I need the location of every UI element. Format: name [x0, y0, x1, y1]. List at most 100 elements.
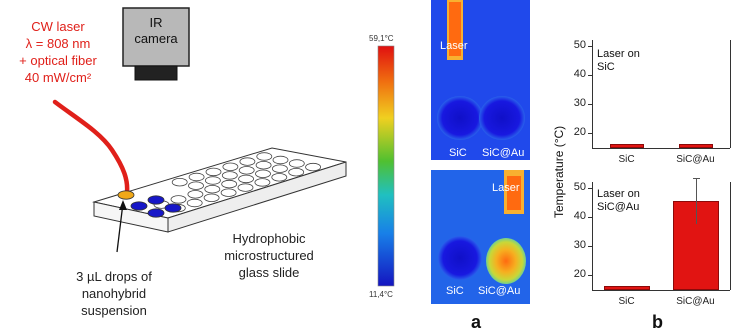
slide-well — [221, 171, 238, 180]
x-category-label: SiC@Au — [676, 154, 715, 165]
slide-well — [220, 188, 237, 197]
x-category-label: SiC — [618, 154, 635, 165]
slide-well — [255, 160, 272, 170]
colorscale-max-label: 59,1°C — [369, 34, 394, 43]
slide-well — [188, 181, 204, 190]
thermal1-left-label: SiC — [449, 147, 467, 159]
plot-frame-right — [730, 40, 731, 148]
panel-label-a: a — [471, 312, 482, 332]
slide-well — [187, 190, 204, 199]
camera-label-line2: camera — [134, 31, 178, 46]
slide-well — [271, 164, 288, 173]
slide-well — [238, 166, 255, 175]
thermal1-laser-label: Laser — [440, 40, 468, 52]
panel-label-b: b — [652, 312, 663, 332]
y-tick-label: 20 — [573, 268, 586, 281]
y-axis — [592, 40, 593, 148]
slide-well — [288, 167, 305, 177]
optical-fiber — [52, 99, 130, 195]
slide-label-line1: Hydrophobic — [232, 231, 306, 246]
chart1-title-line1: Laser on — [597, 48, 640, 60]
drop-blue — [147, 208, 165, 218]
ir-camera-icon — [122, 7, 190, 81]
slide-label-line3: glass slide — [238, 265, 300, 280]
y-tick-label: 40 — [573, 68, 586, 81]
y-tick-mark — [588, 133, 592, 135]
y-tick-mark — [588, 217, 592, 219]
drop-blue — [147, 195, 165, 205]
slide-well — [188, 172, 205, 182]
slide-well — [238, 174, 255, 184]
y-tick-label: 30 — [573, 97, 586, 110]
error-bar — [695, 177, 697, 225]
chart1-title: Laser on SiC — [597, 48, 640, 74]
bar-sic — [603, 285, 650, 290]
y-tick-label: 50 — [573, 180, 586, 193]
slide-well — [186, 198, 203, 208]
bar-sic-au — [678, 143, 713, 148]
y-tick-label: 30 — [573, 239, 586, 252]
chart2-title-line2: SiC@Au — [597, 201, 640, 213]
y-axis — [592, 182, 593, 290]
thermal2-right-label: SiC@Au — [478, 285, 521, 297]
laser-wavelength-label: λ = 808 nm — [25, 36, 91, 51]
slide-well — [288, 159, 305, 168]
error-bar-cap — [692, 177, 700, 179]
slide-well — [222, 162, 239, 171]
temperature-colorscale — [377, 45, 395, 287]
x-category-label: SiC@Au — [676, 296, 715, 307]
slide-well — [305, 162, 322, 172]
slide-description: Hydrophobic microstructured glass slide — [214, 230, 324, 281]
drops-label-line1: 3 µL drops of — [76, 269, 152, 284]
y-tick-label: 40 — [573, 210, 586, 223]
laser-type-label: CW laser — [31, 19, 85, 34]
drops-label-line3: suspension — [81, 303, 147, 318]
y-tick-mark — [588, 45, 592, 47]
plot-frame-right — [730, 182, 731, 290]
drops-label-line2: nanohybrid — [81, 286, 147, 301]
bar-sic — [609, 143, 644, 148]
laser-description: CW laser λ = 808 nm + optical fiber 40 m… — [6, 18, 110, 86]
arrow-head-icon — [119, 200, 127, 210]
y-tick-mark — [588, 187, 592, 189]
drop-blue — [130, 201, 148, 211]
slide-well — [272, 155, 289, 165]
y-tick-mark — [588, 246, 592, 248]
drop-sic-laser — [117, 190, 135, 200]
slide-well — [271, 173, 288, 182]
camera-label: IR camera — [123, 15, 189, 47]
colorscale-min-label: 11,4°C — [369, 290, 393, 299]
y-tick-mark — [588, 275, 592, 277]
thermal-image-laser-on-sic — [431, 0, 530, 160]
drops-pointer-arrow — [116, 202, 124, 253]
slide-well — [239, 157, 256, 166]
chart1-title-line2: SiC — [597, 61, 615, 73]
thermal1-right-label: SiC@Au — [482, 147, 525, 159]
drops-description: 3 µL drops of nanohybrid suspension — [50, 268, 178, 319]
chart2-title-line1: Laser on — [597, 188, 640, 200]
thermal2-left-label: SiC — [446, 285, 464, 297]
x-axis — [592, 290, 730, 291]
slide-well — [204, 176, 221, 185]
y-tick-label: 50 — [573, 38, 586, 51]
x-category-label: SiC — [618, 296, 635, 307]
slide-well — [221, 179, 238, 189]
slide-label-line2: microstructured — [224, 248, 314, 263]
slide-well — [171, 177, 188, 187]
x-axis — [592, 148, 730, 149]
camera-label-line1: IR — [149, 15, 163, 30]
slide-well — [204, 184, 221, 194]
slide-wells — [153, 152, 322, 213]
y-tick-mark — [588, 75, 592, 77]
slide-well — [254, 178, 271, 187]
y-tick-label: 20 — [573, 126, 586, 139]
slide-well — [256, 152, 273, 161]
laser-fiber-label: + optical fiber — [19, 53, 97, 68]
slide-well — [255, 169, 271, 178]
slide-well — [237, 183, 254, 192]
drop-blue — [164, 203, 182, 213]
laser-power-label: 40 mW/cm² — [24, 70, 92, 85]
